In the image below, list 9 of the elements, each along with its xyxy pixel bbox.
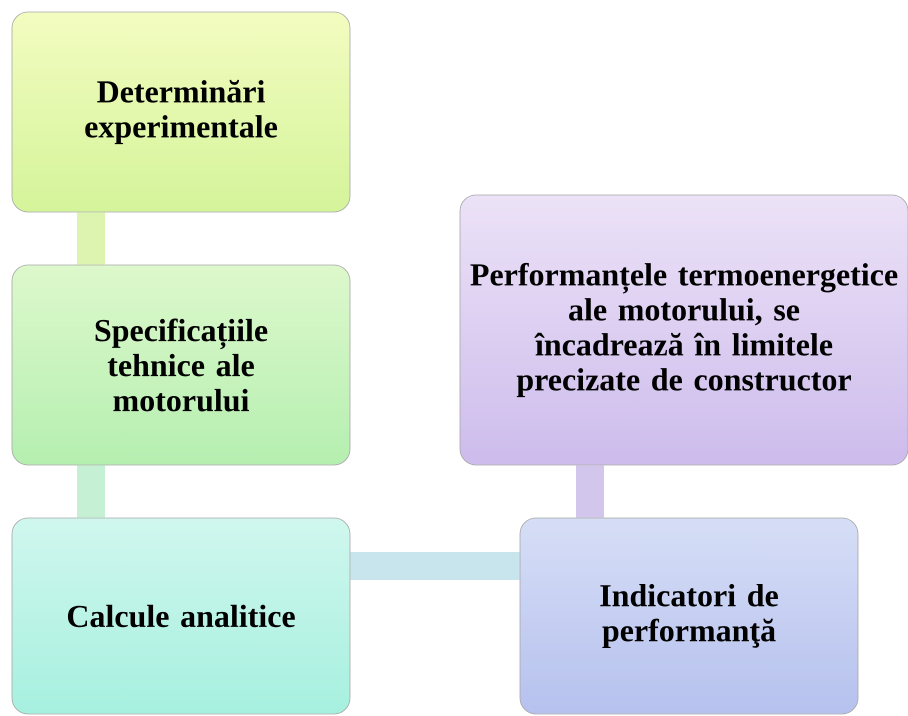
process-box: Specificațiile tehnice ale motorului — [12, 264, 350, 466]
process-box: Determinări experimentale — [12, 12, 350, 212]
process-box: Indicatori de performanţă — [520, 518, 858, 714]
connector-band — [77, 465, 105, 518]
connector-band — [77, 212, 105, 265]
process-box: Performanțele termoenergetice ale motorului, se încadrează în limitele precizate de constructor — [460, 194, 908, 466]
connector-band — [350, 552, 520, 580]
process-box: Calcule analitice — [12, 518, 350, 714]
connector-band — [576, 465, 604, 518]
